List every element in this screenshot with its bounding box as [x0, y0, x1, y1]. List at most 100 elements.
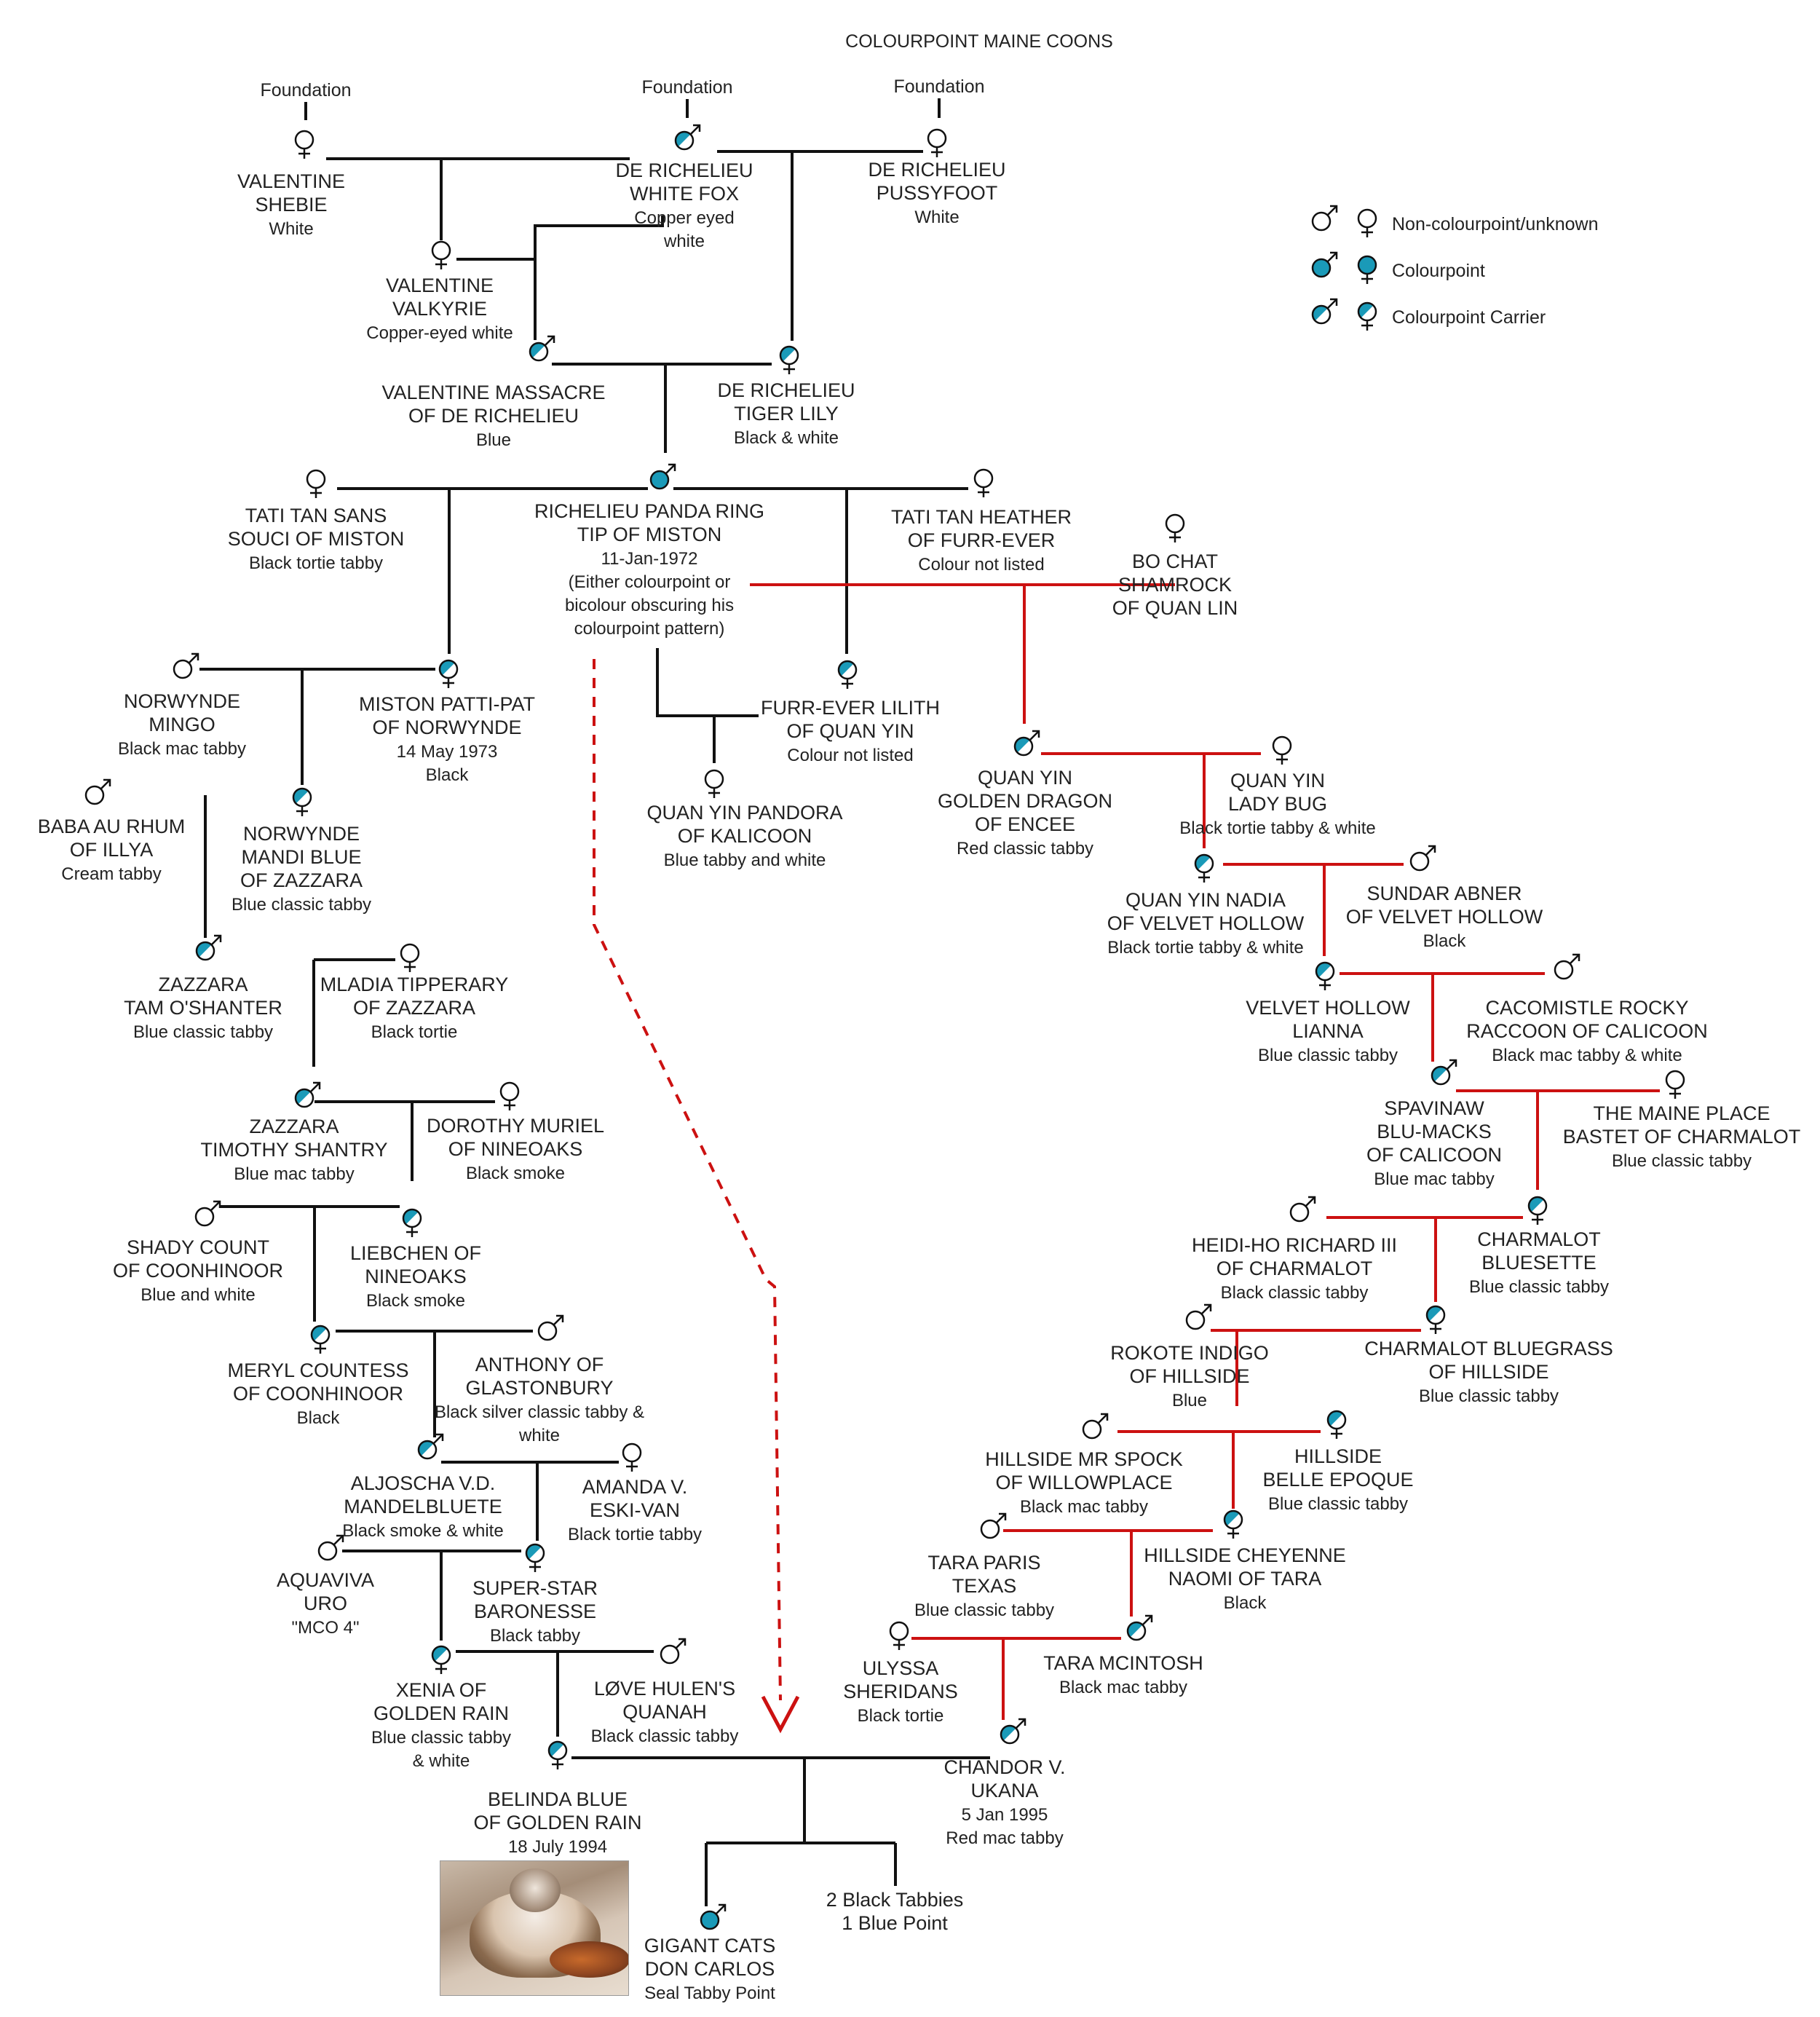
- cat-info: Black: [1224, 1593, 1267, 1613]
- cat-name: MLADIA TIPPERARY: [320, 974, 509, 995]
- male-symbol-icon-none: [1311, 205, 1338, 232]
- female-symbol-icon-none: [927, 128, 947, 157]
- cat-info: white: [518, 1426, 560, 1445]
- cat-name: VALKYRIE: [392, 298, 487, 320]
- female-symbol-icon-half: [310, 1325, 331, 1354]
- male-symbol-icon-half: [417, 1433, 444, 1460]
- cat-name: VALENTINE: [386, 275, 494, 296]
- cat-name: NAOMI OF TARA: [1168, 1568, 1322, 1590]
- cat-name: QUANAH: [622, 1701, 707, 1723]
- cat-name: ANTHONY OF: [475, 1354, 604, 1375]
- lineage-connector: [456, 216, 664, 261]
- cat-info: Black: [297, 1408, 341, 1428]
- female-symbol-icon-half: [292, 787, 312, 816]
- cat-info: Colour not listed: [918, 555, 1044, 575]
- cat-name: TIGER LILY: [734, 403, 839, 425]
- cat-name: WHITE FOX: [630, 183, 739, 205]
- cat-name: RACCOON OF CALICOON: [1466, 1020, 1708, 1042]
- cat-info: Blue: [1172, 1391, 1207, 1410]
- cat-name: OF ZAZZARA: [240, 869, 363, 891]
- female-symbol-icon-half: [402, 1208, 422, 1237]
- cat-name: MISTON PATTI-PAT: [359, 693, 535, 715]
- female-symbol-icon-none: [889, 1621, 909, 1650]
- cat-photo-tail: [550, 1941, 628, 1978]
- female-symbol-icon-none: [400, 943, 420, 972]
- cat-name: FURR-EVER LILITH: [761, 697, 940, 719]
- cat-info: colourpoint pattern): [574, 619, 725, 639]
- male-symbol-icon-none: [980, 1512, 1007, 1539]
- cat-name: OF VELVET HOLLOW: [1107, 912, 1305, 934]
- cat-info: Black classic tabby: [1221, 1283, 1369, 1303]
- cat-name: XENIA OF: [396, 1679, 487, 1701]
- cat-name: ALJOSCHA V.D.: [351, 1472, 496, 1494]
- cat-name: MERYL COUNTESS: [227, 1359, 408, 1381]
- cat-name: TIMOTHY SHANTRY: [200, 1139, 387, 1161]
- cat-info: Black & white: [734, 428, 839, 448]
- female-symbol-icon-full: [1357, 255, 1377, 284]
- cat-name: LADY BUG: [1228, 793, 1327, 815]
- cat-name: SUPER-STAR: [472, 1577, 598, 1599]
- cat-name: RICHELIEU PANDA RING: [534, 500, 764, 522]
- male-symbol-icon-none: [1185, 1303, 1212, 1330]
- female-symbol-icon-half: [431, 1645, 451, 1674]
- female-symbol-icon-none: [622, 1442, 642, 1472]
- cat-info: Black tortie tabby: [568, 1525, 702, 1544]
- cat-name: TATI TAN HEATHER: [891, 506, 1072, 528]
- male-symbol-icon-none: [173, 652, 199, 679]
- cat-name: TARA MCINTOSH: [1043, 1652, 1203, 1674]
- cat-name: BABA AU RHUM: [38, 816, 186, 837]
- cat-name: OF ZAZZARA: [353, 997, 475, 1019]
- cat-name: OF FURR-EVER: [908, 529, 1056, 551]
- female-symbol-icon-half: [1223, 1509, 1243, 1539]
- male-symbol-icon-none: [84, 778, 111, 805]
- female-symbol-icon-none: [1357, 208, 1377, 237]
- cat-name: OF QUAN LIN: [1112, 597, 1238, 619]
- foundation-label: Foundation: [893, 76, 984, 97]
- legend-label: Non-colourpoint/unknown: [1392, 214, 1599, 234]
- cat-info: Colour not listed: [787, 746, 913, 765]
- cat-info: Black classic tabby: [591, 1726, 739, 1746]
- male-symbol-icon-half: [1013, 730, 1040, 757]
- cat-name: SHERIDANS: [843, 1681, 958, 1702]
- male-symbol-icon-none: [194, 1200, 221, 1227]
- cat-info: Black tortie tabby & white: [1107, 938, 1303, 958]
- cat-info: Blue classic tabby: [1612, 1151, 1752, 1171]
- male-symbol-icon-none: [1289, 1196, 1316, 1223]
- female-symbol-icon-half: [837, 660, 858, 689]
- cat-info: Black mac tabby & white: [1492, 1046, 1682, 1065]
- male-symbol-icon-none: [1554, 953, 1580, 980]
- cat-name: DE RICHELIEU: [615, 159, 753, 181]
- female-symbol-icon-half: [779, 345, 799, 374]
- cat-info: White: [269, 219, 313, 239]
- foundation-label: Foundation: [641, 77, 732, 98]
- cat-name: SOUCI OF MISTON: [228, 528, 405, 550]
- female-symbol-icon-none: [973, 468, 994, 497]
- cat-info: Black tortie: [858, 1706, 944, 1726]
- cat-name: SUNDAR ABNER: [1366, 883, 1522, 904]
- cat-name: NORWYNDE: [124, 690, 240, 712]
- descent-arrow: [593, 659, 800, 1734]
- cat-name: ZAZZARA: [158, 974, 248, 995]
- cat-name: ESKI-VAN: [590, 1499, 680, 1521]
- cat-info: Red mac tabby: [946, 1828, 1063, 1848]
- cat-info: Blue tabby and white: [664, 850, 826, 870]
- cat-name: BELLE EPOQUE: [1262, 1469, 1413, 1491]
- female-symbol-icon-half: [1315, 961, 1335, 990]
- cat-name: ULYSSA: [863, 1657, 939, 1679]
- cat-info: (Either colourpoint or: [569, 572, 731, 592]
- cat-info: Black: [426, 765, 470, 785]
- cat-info: Black: [1423, 931, 1467, 951]
